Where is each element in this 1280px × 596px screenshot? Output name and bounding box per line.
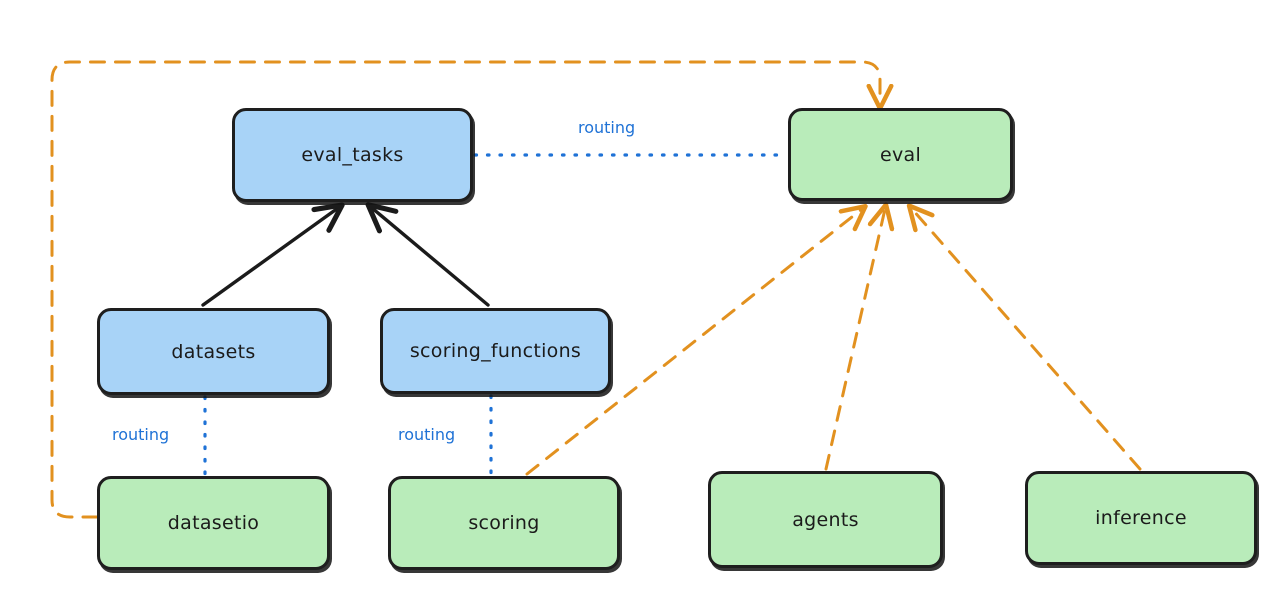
edge-datasetio-eval bbox=[50, 60, 894, 519]
node-label: agents bbox=[792, 508, 859, 531]
edge-scoring_functions-eval_tasks bbox=[365, 202, 490, 307]
node-datasets[interactable]: datasets bbox=[97, 308, 330, 395]
node-datasetio[interactable]: datasetio bbox=[97, 476, 330, 570]
node-label: scoring bbox=[468, 512, 540, 534]
node-label: inference bbox=[1095, 507, 1187, 529]
node-eval-tasks[interactable]: eval_tasks bbox=[232, 108, 473, 202]
node-agents[interactable]: agents bbox=[708, 471, 943, 568]
node-label: datasetio bbox=[167, 512, 260, 534]
edge-label-routing-datasets: routing bbox=[112, 425, 170, 444]
edge-label-routing-eval-tasks: routing bbox=[578, 118, 636, 137]
node-label: eval bbox=[879, 143, 922, 166]
edge-datasets-eval_tasks bbox=[201, 202, 345, 307]
node-inference[interactable]: inference bbox=[1025, 471, 1257, 565]
edge-label-routing-scoring-functions: routing bbox=[398, 425, 456, 444]
node-label: eval_tasks bbox=[301, 144, 404, 166]
node-label: datasets bbox=[171, 340, 256, 363]
edge-scoring-eval bbox=[525, 203, 868, 476]
node-label: scoring_functions bbox=[409, 340, 582, 362]
edge-inference-eval bbox=[906, 203, 1142, 471]
node-scoring-functions[interactable]: scoring_functions bbox=[380, 308, 611, 394]
edge-agents-eval bbox=[824, 202, 895, 471]
node-eval[interactable]: eval bbox=[788, 108, 1013, 201]
node-scoring[interactable]: scoring bbox=[388, 476, 620, 570]
